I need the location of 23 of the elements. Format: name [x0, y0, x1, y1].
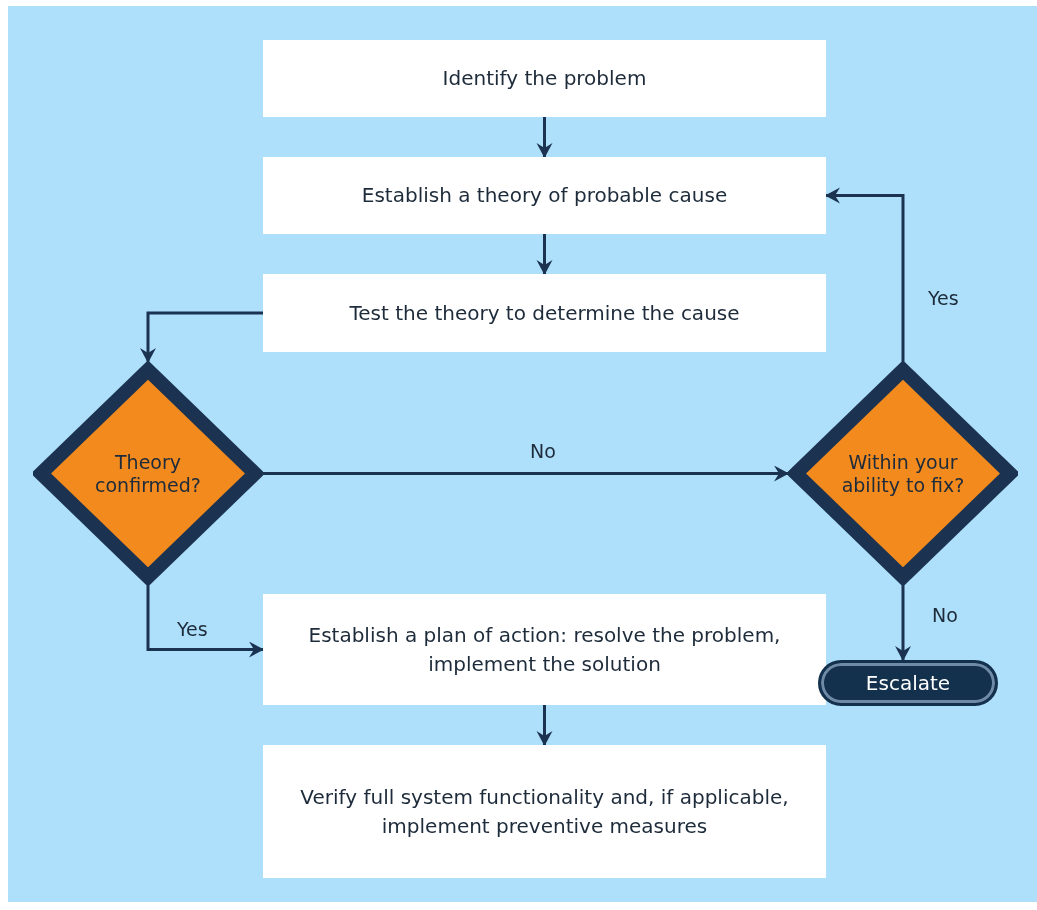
decision-diamond [788, 362, 1018, 585]
arrow [146, 585, 264, 658]
step-text: Test the theory to determine the cause [349, 299, 740, 327]
process-box [263, 157, 826, 234]
arrow [895, 585, 911, 661]
arrow [140, 311, 263, 363]
process-box [263, 745, 826, 878]
process-box [263, 594, 826, 705]
terminal-box: Escalate [818, 660, 998, 706]
step-text: Establish a theory of probable cause [361, 182, 728, 209]
decision-text: Within your ability to fix? [840, 450, 966, 497]
step-text: Verify full system functionality and, if applicable, implement preventive measures [299, 783, 790, 840]
process-box [263, 274, 826, 352]
arrow [536, 705, 553, 746]
arrow [263, 465, 789, 482]
arrow [536, 117, 553, 158]
decision-diamond [33, 362, 263, 585]
arrow [825, 187, 905, 362]
step-text: Identify the problem [442, 65, 647, 92]
step-text: Establish a plan of action: resolve the problem, implement the solution [307, 621, 782, 678]
process-box [263, 40, 826, 117]
arrow [536, 234, 553, 275]
decision-text: Theory confirmed? [94, 450, 202, 497]
